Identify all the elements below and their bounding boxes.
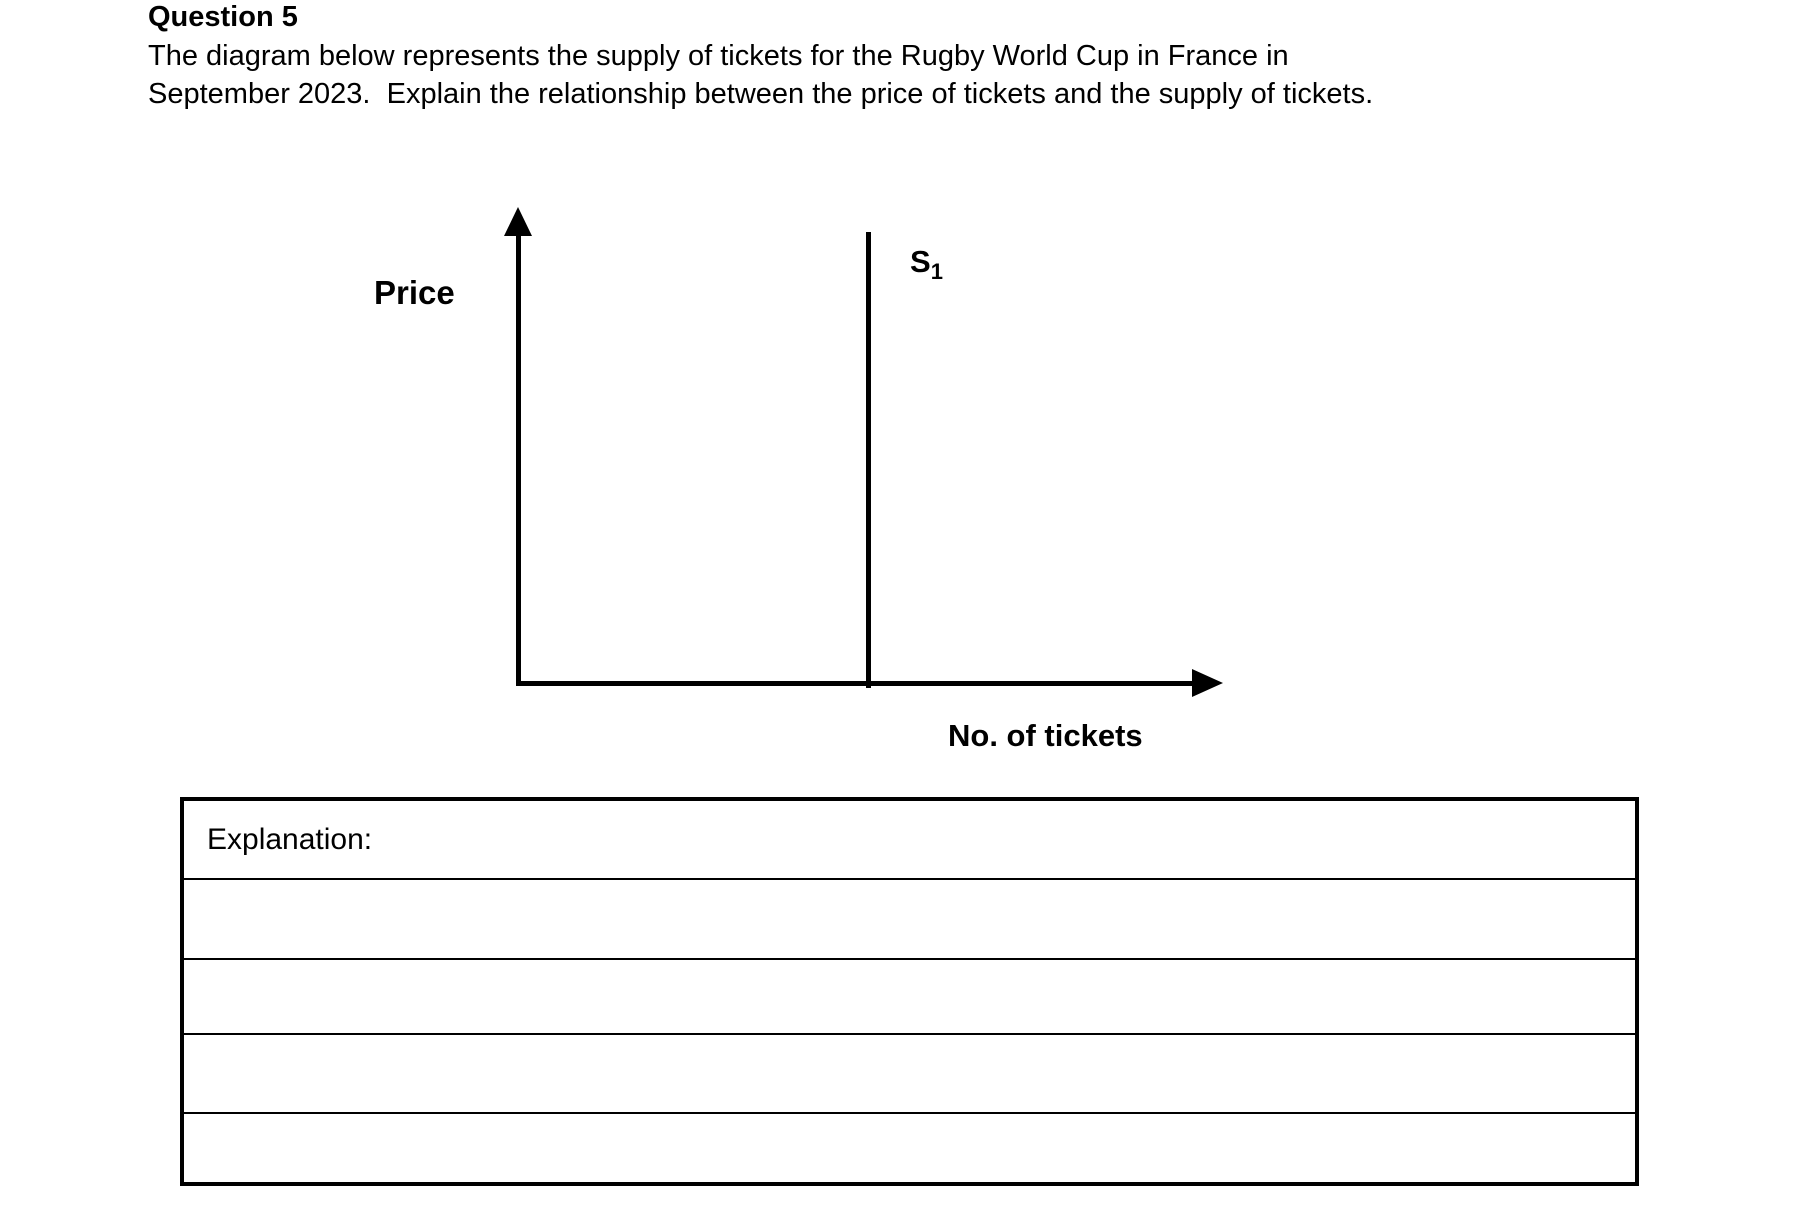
answer-row	[184, 878, 1635, 958]
explanation-label-row: Explanation:	[184, 801, 1635, 878]
y-axis-up-arrowhead-icon	[504, 207, 532, 236]
answer-row	[184, 958, 1635, 1033]
supply-diagram: Price S1 No. of tickets	[374, 207, 1223, 753]
explanation-label: Explanation:	[207, 822, 373, 856]
supply-curve-label-subscript: 1	[930, 259, 943, 285]
x-axis-label: No. of tickets	[948, 718, 1143, 753]
answer-row	[184, 1033, 1635, 1112]
y-axis-label: Price	[374, 274, 455, 311]
y-axis-line	[516, 232, 521, 686]
supply-curve-label: S1	[910, 244, 943, 283]
supply-curve-s1	[866, 232, 871, 688]
x-axis-line	[516, 681, 1193, 686]
question-text-line-1: The diagram below represents the supply …	[148, 40, 1289, 72]
x-axis-right-arrowhead-icon	[1192, 669, 1223, 697]
supply-curve-label-letter: S	[910, 244, 931, 279]
answer-row	[184, 1112, 1635, 1182]
question-text-line-2: September 2023. Explain the relationship…	[148, 78, 1374, 110]
explanation-table: Explanation:	[180, 797, 1639, 1186]
question-number: Question 5	[148, 1, 298, 33]
